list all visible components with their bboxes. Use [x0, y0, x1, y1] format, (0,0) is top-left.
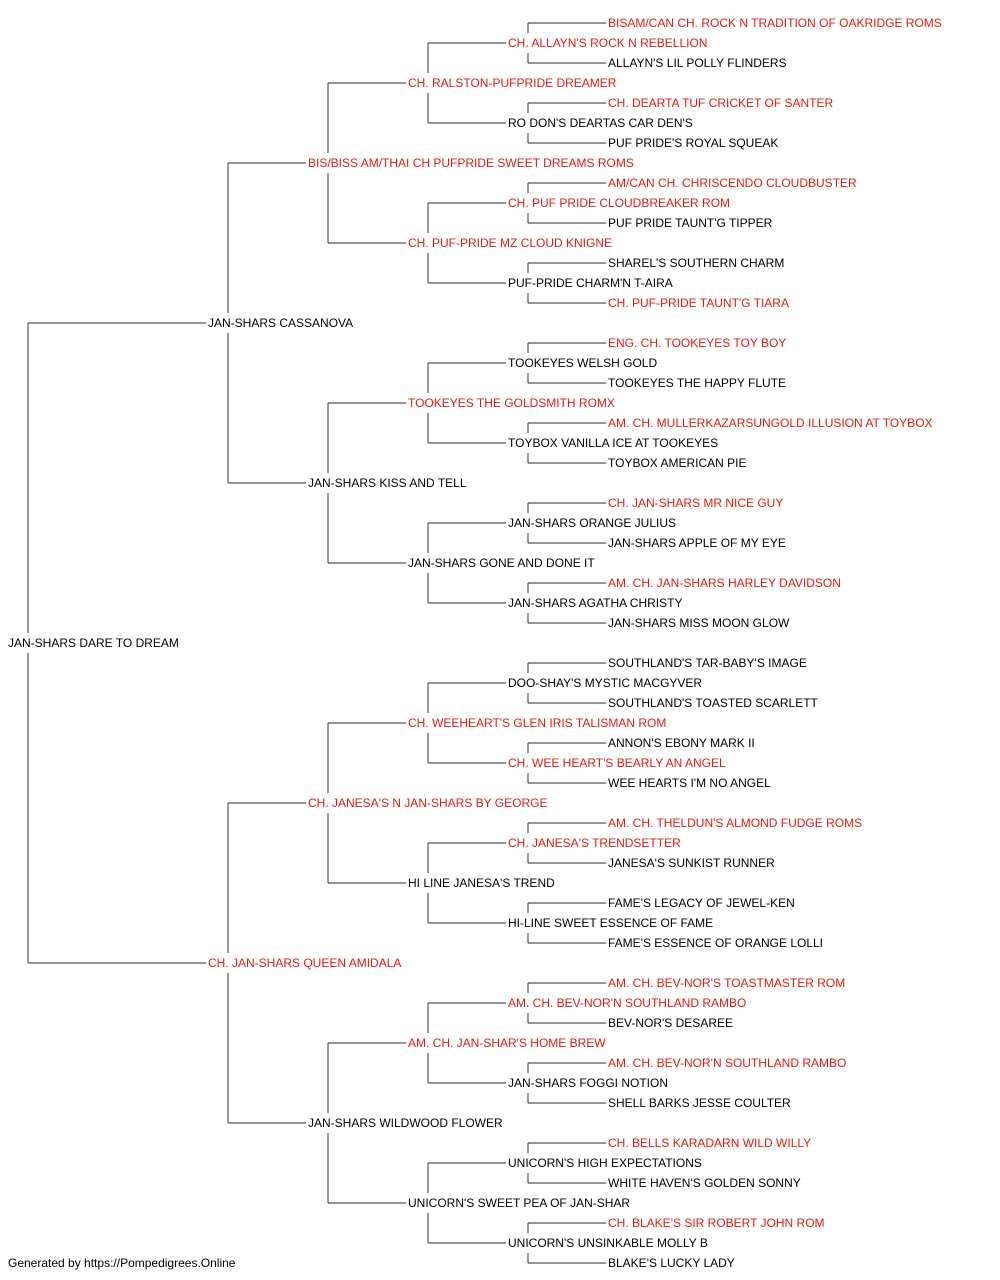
dog-name-gen3: CH. WEEHEART'S GLEN IRIS TALISMAN ROM — [408, 716, 666, 730]
dog-name-gen5: AM. CH. MULLERKAZARSUNGOLD ILLUSION AT T… — [608, 416, 933, 430]
dog-name-gen2: JAN-SHARS WILDWOOD FLOWER — [308, 1116, 503, 1130]
dog-name-gen4: JAN-SHARS ORANGE JULIUS — [508, 516, 676, 530]
dog-name-gen5: ENG. CH. TOOKEYES TOY BOY — [608, 336, 786, 350]
dog-name-gen1: JAN-SHARS CASSANOVA — [208, 316, 353, 330]
dog-name-gen5: BLAKE'S LUCKY LADY — [608, 1256, 735, 1270]
dog-name-gen3: AM. CH. JAN-SHAR'S HOME BREW — [408, 1036, 606, 1050]
dog-name-gen5: BEV-NOR'S DESAREE — [608, 1016, 733, 1030]
dog-name-gen4: CH. PUF PRIDE CLOUDBREAKER ROM — [508, 196, 730, 210]
dog-name-gen5: AM/CAN CH. CHRISCENDO CLOUDBUSTER — [608, 176, 857, 190]
dog-name-gen5: CH. PUF-PRIDE TAUNT'G TIARA — [608, 296, 789, 310]
dog-name-gen5: ALLAYN'S LIL POLLY FLINDERS — [608, 56, 787, 70]
dog-name-gen5: FAME'S LEGACY OF JEWEL-KEN — [608, 896, 795, 910]
dog-name-gen4: CH. JANESA'S TRENDSETTER — [508, 836, 681, 850]
dog-name-gen5: JAN-SHARS MISS MOON GLOW — [608, 616, 790, 630]
dog-name-gen3: TOOKEYES THE GOLDSMITH ROMX — [408, 396, 615, 410]
dog-name-gen5: AM. CH. JAN-SHARS HARLEY DAVIDSON — [608, 576, 841, 590]
dog-name-gen5: AM. CH. BEV-NOR'N SOUTHLAND RAMBO — [608, 1056, 846, 1070]
dog-name-gen2: JAN-SHARS KISS AND TELL — [308, 476, 467, 490]
dog-name-gen5: CH. BELLS KARADARN WILD WILLY — [608, 1136, 811, 1150]
dog-name-gen4: HI-LINE SWEET ESSENCE OF FAME — [508, 916, 713, 930]
dog-name-gen5: PUF PRIDE'S ROYAL SQUEAK — [608, 136, 778, 150]
dog-name-gen4: UNICORN'S UNSINKABLE MOLLY B — [508, 1236, 708, 1250]
dog-name-gen3: UNICORN'S SWEET PEA OF JAN-SHAR — [408, 1196, 630, 1210]
dog-name-gen5: CH. DEARTA TUF CRICKET OF SANTER — [608, 96, 833, 110]
dog-name-gen5: FAME'S ESSENCE OF ORANGE LOLLI — [608, 936, 823, 950]
dog-name-gen4: CH. ALLAYN'S ROCK N REBELLION — [508, 36, 707, 50]
dog-name-gen5: CH. JAN-SHARS MR NICE GUY — [608, 496, 783, 510]
footer-credit: Generated by https://Pompedigrees.Online — [8, 1256, 236, 1270]
dog-name-gen3: CH. PUF-PRIDE MZ CLOUD KNIGNE — [408, 236, 612, 250]
dog-name-gen5: JAN-SHARS APPLE OF MY EYE — [608, 536, 786, 550]
dog-name-gen5: CH. BLAKE'S SIR ROBERT JOHN ROM — [608, 1216, 825, 1230]
dog-name-gen4: JAN-SHARS AGATHA CHRISTY — [508, 596, 682, 610]
dog-name-gen4: DOO-SHAY'S MYSTIC MACGYVER — [508, 676, 702, 690]
dog-name-gen1: CH. JAN-SHARS QUEEN AMIDALA — [208, 956, 401, 970]
dog-name-gen5: ANNON'S EBONY MARK II — [608, 736, 755, 750]
dog-name-gen5: SHELL BARKS JESSE COULTER — [608, 1096, 791, 1110]
dog-name-gen3: HI LINE JANESA'S TREND — [408, 876, 555, 890]
dog-name-gen5: AM. CH. THELDUN'S ALMOND FUDGE ROMS — [608, 816, 862, 830]
dog-name-gen5: PUF PRIDE TAUNT'G TIPPER — [608, 216, 773, 230]
dog-name-gen4: RO DON'S DEARTAS CAR DEN'S — [508, 116, 693, 130]
dog-name-gen3: JAN-SHARS GONE AND DONE IT — [408, 556, 595, 570]
dog-name-gen4: TOOKEYES WELSH GOLD — [508, 356, 657, 370]
dog-name-gen4: UNICORN'S HIGH EXPECTATIONS — [508, 1156, 702, 1170]
dog-name-gen5: JANESA'S SUNKIST RUNNER — [608, 856, 775, 870]
dog-name-gen4: TOYBOX VANILLA ICE AT TOOKEYES — [508, 436, 718, 450]
dog-name-gen4: PUF-PRIDE CHARM'N T-AIRA — [508, 276, 673, 290]
dog-name-gen5: WEE HEARTS I'M NO ANGEL — [608, 776, 771, 790]
dog-name-gen5: SHAREL'S SOUTHERN CHARM — [608, 256, 784, 270]
dog-name-gen5: TOOKEYES THE HAPPY FLUTE — [608, 376, 786, 390]
dog-name-gen4: CH. WEE HEART'S BEARLY AN ANGEL — [508, 756, 726, 770]
dog-name-gen5: SOUTHLAND'S TOASTED SCARLETT — [608, 696, 819, 710]
dog-name-gen5: AM. CH. BEV-NOR'S TOASTMASTER ROM — [608, 976, 845, 990]
dog-name-gen3: CH. RALSTON-PUFPRIDE DREAMER — [408, 76, 617, 90]
dog-name-gen4: JAN-SHARS FOGGI NOTION — [508, 1076, 668, 1090]
dog-name-gen5: WHITE HAVEN'S GOLDEN SONNY — [608, 1176, 801, 1190]
dog-name-gen2: BIS/BISS AM/THAI CH PUFPRIDE SWEET DREAM… — [308, 156, 634, 170]
dog-name-gen5: BISAM/CAN CH. ROCK N TRADITION OF OAKRID… — [608, 16, 942, 30]
dog-name-gen5: SOUTHLAND'S TAR-BABY'S IMAGE — [608, 656, 807, 670]
dog-name-gen2: CH. JANESA'S N JAN-SHARS BY GEORGE — [308, 796, 547, 810]
dog-name-gen5: TOYBOX AMERICAN PIE — [608, 456, 746, 470]
dog-name-gen4: AM. CH. BEV-NOR'N SOUTHLAND RAMBO — [508, 996, 746, 1010]
dog-name-gen0: JAN-SHARS DARE TO DREAM — [8, 636, 179, 650]
